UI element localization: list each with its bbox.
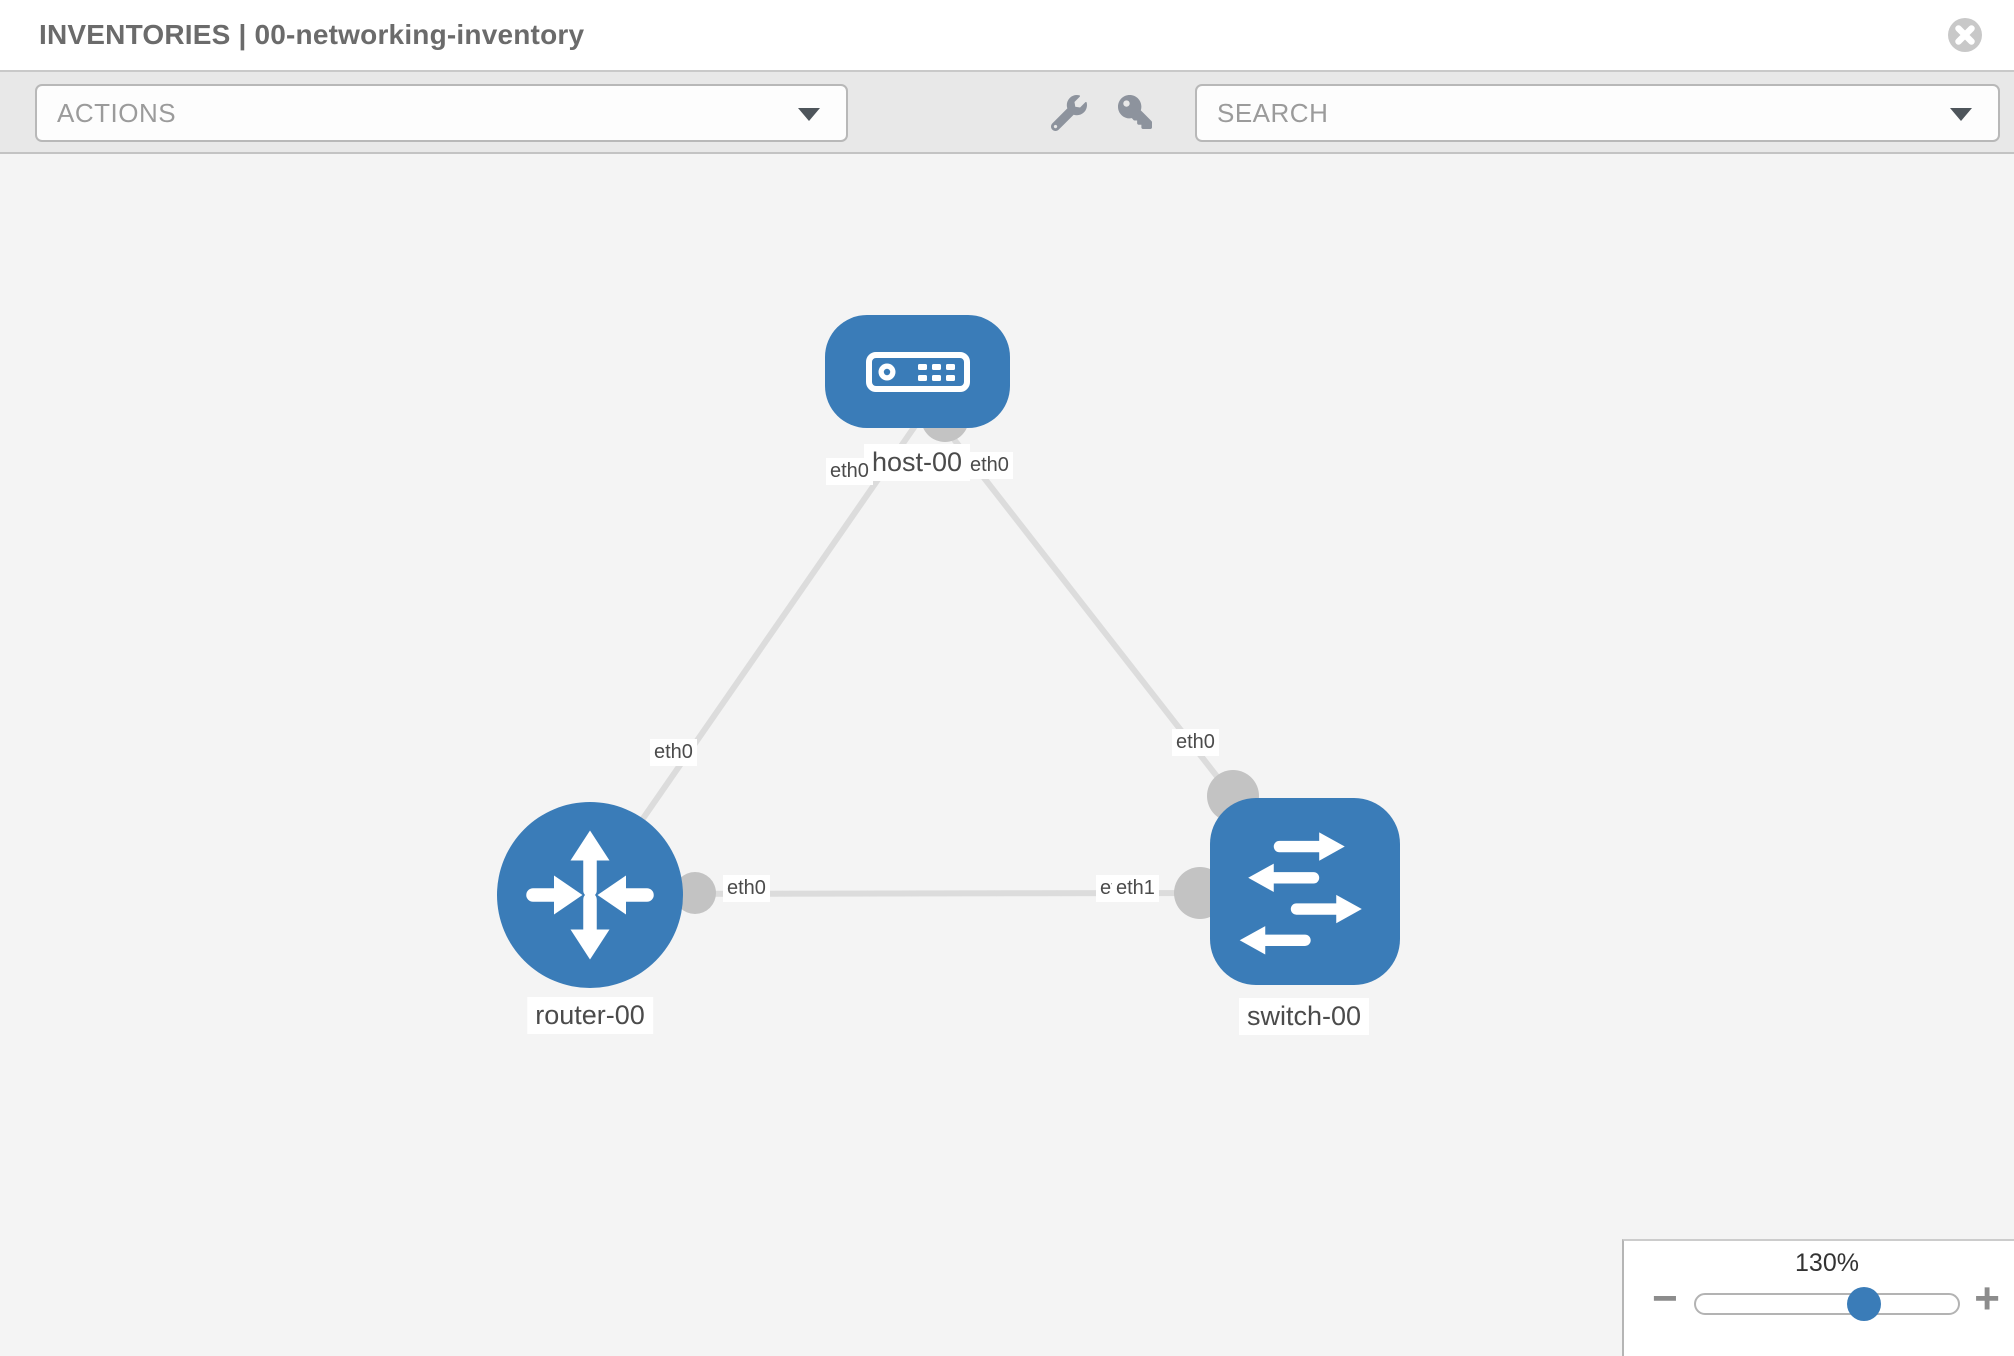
chevron-down-icon: [798, 108, 820, 121]
credentials-button[interactable]: [1118, 95, 1152, 134]
topology-links-layer: [587, 394, 1259, 919]
interface-label: eth1: [1112, 875, 1159, 902]
zoom-slider-thumb[interactable]: [1846, 1287, 1881, 1321]
wrench-icon: [1050, 95, 1087, 132]
interface-label: eth0: [826, 458, 873, 485]
node-switch-00[interactable]: [1210, 798, 1400, 985]
toolbar: ACTIONS SEARCH: [0, 72, 2014, 154]
interface-label: eth0: [966, 452, 1013, 479]
interface-label: eth0: [1172, 729, 1219, 756]
actions-dropdown[interactable]: ACTIONS: [35, 84, 848, 142]
zoom-slider[interactable]: [1694, 1287, 1960, 1321]
node-label-switch: switch-00: [1238, 998, 1370, 1035]
topology-canvas[interactable]: host-00 router-00 switch-00 eth0 eth0 et…: [0, 156, 2014, 1356]
server-icon: [865, 351, 970, 392]
node-label-host: host-00: [863, 444, 971, 481]
zoom-in-button[interactable]: +: [1974, 1274, 2000, 1323]
configure-button[interactable]: [1050, 95, 1087, 136]
chevron-down-icon: [1950, 108, 1972, 121]
connector-router-right[interactable]: [674, 872, 716, 914]
search-dropdown[interactable]: SEARCH: [1195, 84, 2000, 142]
search-dropdown-label: SEARCH: [1217, 97, 1329, 128]
switch-arrows-icon: [1239, 831, 1362, 954]
titlebar: INVENTORIES | 00-networking-inventory: [0, 0, 2014, 72]
close-icon: [1948, 18, 1982, 52]
page-title: INVENTORIES | 00-networking-inventory: [39, 19, 585, 50]
zoom-out-button[interactable]: −: [1652, 1274, 1678, 1323]
interface-label: eth0: [650, 739, 697, 766]
node-label-router: router-00: [527, 997, 653, 1034]
router-arrows-icon: [526, 830, 654, 960]
interface-label: eth0: [723, 875, 770, 902]
close-button[interactable]: [1946, 16, 1984, 54]
link-host-router[interactable]: [587, 424, 918, 897]
key-icon: [1118, 95, 1152, 129]
node-host-00[interactable]: [825, 315, 1010, 428]
node-router-00[interactable]: [497, 802, 683, 988]
actions-dropdown-label: ACTIONS: [57, 97, 177, 128]
zoom-level-value: 130%: [1795, 1249, 1859, 1277]
zoom-control-panel: 130% − +: [1622, 1239, 2014, 1356]
